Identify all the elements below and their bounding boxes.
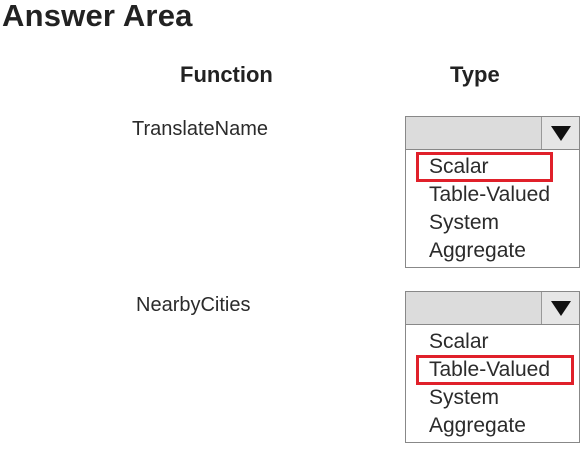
dropdown-options-list: Scalar Table-Valued System Aggregate (405, 150, 580, 268)
option-table-valued[interactable]: Table-Valued (406, 355, 579, 385)
option-label: Scalar (429, 155, 489, 178)
type-dropdown-nearbycities[interactable]: Scalar Table-Valued System Aggregate (405, 291, 580, 443)
dropdown-header[interactable] (405, 291, 580, 325)
option-system[interactable]: System (406, 209, 579, 237)
option-label: System (429, 211, 500, 234)
function-column-header: Function (180, 62, 273, 87)
dropdown-options-list: Scalar Table-Valued System Aggregate (405, 325, 580, 443)
triangle-down-icon[interactable] (541, 292, 579, 324)
option-table-valued[interactable]: Table-Valued (406, 181, 579, 209)
option-label: Table-Valued (429, 183, 551, 206)
option-aggregate[interactable]: Aggregate (406, 237, 579, 265)
option-label: Aggregate (429, 239, 526, 262)
option-aggregate[interactable]: Aggregate (406, 412, 579, 440)
selection-highlight-box (416, 355, 574, 385)
option-system[interactable]: System (406, 384, 579, 412)
selection-highlight-box (416, 152, 553, 182)
option-label: Aggregate (429, 414, 526, 437)
function-label-nearbycities: NearbyCities (136, 294, 251, 316)
triangle-down-icon[interactable] (541, 117, 579, 149)
option-scalar[interactable]: Scalar (406, 152, 579, 182)
option-scalar[interactable]: Scalar (406, 328, 579, 356)
function-label-translatename: TranslateName (132, 118, 268, 140)
answer-area-title: Answer Area (2, 0, 193, 33)
option-label: Table-Valued (429, 358, 551, 381)
dropdown-header[interactable] (405, 116, 580, 150)
option-label: System (429, 386, 500, 409)
option-label: Scalar (429, 330, 489, 353)
type-column-header: Type (450, 62, 500, 87)
type-dropdown-translatename[interactable]: Scalar Table-Valued System Aggregate (405, 116, 580, 268)
